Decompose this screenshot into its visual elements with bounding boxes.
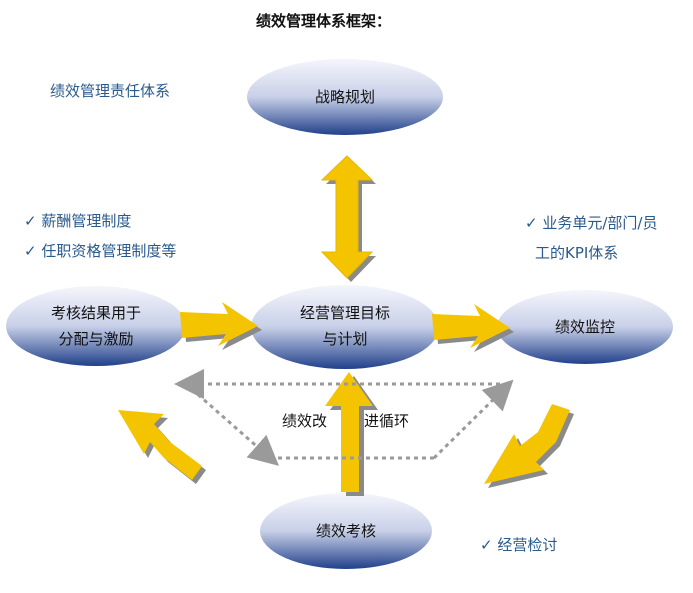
incentive-node-label-line2: 分配与激励 bbox=[58, 330, 134, 348]
goals-to-monitor-arrow bbox=[432, 304, 514, 352]
incentive-to-goals-arrow bbox=[180, 302, 262, 350]
incentive-node bbox=[6, 286, 186, 366]
right-note-2: 工的KPI体系 bbox=[535, 244, 619, 262]
monitor-node-label: 绩效监控 bbox=[554, 318, 615, 336]
goals-node bbox=[251, 285, 439, 369]
left-note-2: ✓ 任职资格管理制度等 bbox=[24, 242, 177, 260]
bottom-note: ✓ 经营检讨 bbox=[480, 536, 558, 554]
right-note-1: ✓ 业务单元/部门/员 bbox=[525, 214, 658, 232]
incentive-node-label-line1: 考核结果用于 bbox=[50, 304, 141, 322]
monitor-node bbox=[497, 290, 673, 364]
goals-node-label: 经营管理目标 与计划 bbox=[251, 300, 439, 352]
appraisal-node-label: 绩效考核 bbox=[315, 522, 376, 540]
goals-node-label-line1: 经营管理目标 bbox=[299, 304, 390, 322]
appraisal-to-incentive-arrow bbox=[118, 410, 206, 484]
responsibility-label: 绩效管理责任体系 bbox=[50, 82, 171, 100]
strategy-node bbox=[247, 59, 443, 135]
cycle-label-left: 绩效改 bbox=[282, 412, 328, 430]
appraisal-to-goals-arrow bbox=[325, 372, 378, 496]
incentive-node-label: 考核结果用于 分配与激励 bbox=[6, 300, 186, 352]
strategy-node-label: 战略规划 bbox=[314, 88, 375, 106]
goals-node-label-line2: 与计划 bbox=[322, 330, 368, 348]
monitor-to-appraisal-arrow bbox=[484, 404, 574, 488]
cycle-label-right: 进循环 bbox=[364, 412, 410, 430]
left-note-1: ✓ 薪酬管理制度 bbox=[24, 212, 132, 230]
appraisal-node bbox=[260, 493, 432, 569]
improvement-cycle-dotted-arrows bbox=[174, 369, 514, 466]
strategy-goals-double-arrow bbox=[320, 155, 376, 282]
page-title: 绩效管理体系框架： bbox=[256, 12, 392, 30]
